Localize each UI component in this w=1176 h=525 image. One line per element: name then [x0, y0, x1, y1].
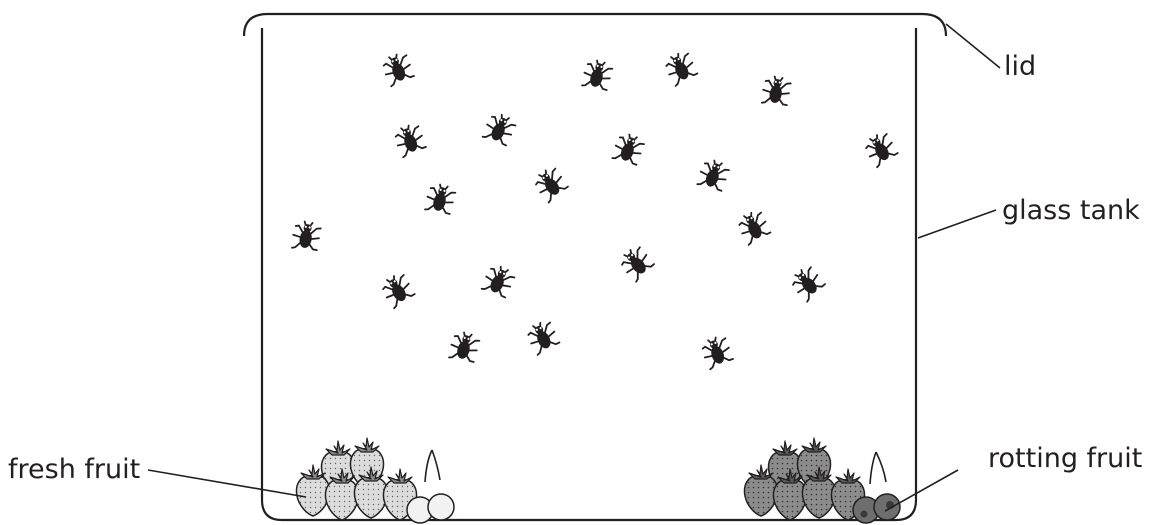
fly-icon: [448, 330, 480, 364]
strawberry-icon: [326, 469, 359, 520]
fresh-fruit: [297, 438, 454, 523]
fresh-fruit-label: fresh fruit: [8, 454, 140, 485]
fly-icon: [617, 244, 655, 282]
fly-icon: [393, 122, 427, 157]
fly-icon: [381, 51, 415, 86]
fly-icon: [788, 264, 826, 302]
fly-icon: [736, 209, 771, 245]
flies: [291, 50, 899, 370]
rotting-fruit-leader-line: [885, 470, 958, 511]
glass-tank-label: glass tank: [1002, 195, 1140, 226]
fly-icon: [532, 165, 569, 203]
lid: [244, 14, 946, 36]
fly-icon: [761, 75, 791, 107]
fly-icon: [482, 111, 517, 147]
fly-icon: [700, 334, 734, 369]
rotting-fruit: [745, 438, 900, 523]
fly-icon: [525, 319, 560, 355]
fly-icon: [696, 157, 730, 192]
lid-leader-line: [946, 24, 1000, 68]
strawberry-icon: [745, 465, 778, 516]
fly-icon: [862, 131, 899, 168]
fly-icon: [481, 263, 516, 299]
fresh-fruit-leader-line: [148, 470, 306, 497]
fly-icon: [424, 182, 456, 216]
cherry-icon: [428, 494, 454, 520]
strawberry-icon: [774, 469, 807, 520]
fly-icon: [663, 50, 698, 86]
fly-icon: [611, 131, 645, 166]
rot-spot: [861, 511, 868, 518]
cherry-stem: [870, 452, 886, 484]
rotting-fruit-label: rotting fruit: [988, 443, 1142, 474]
strawberry-icon: [355, 467, 388, 518]
glass-tank-leader-line: [918, 210, 996, 238]
fly-icon: [291, 220, 321, 252]
cherry-stem: [425, 450, 440, 482]
strawberry-icon: [297, 465, 330, 516]
strawberry-icon: [803, 467, 836, 518]
fly-icon: [581, 58, 613, 92]
fly-icon: [379, 272, 416, 309]
lid-label: lid: [1004, 51, 1036, 82]
